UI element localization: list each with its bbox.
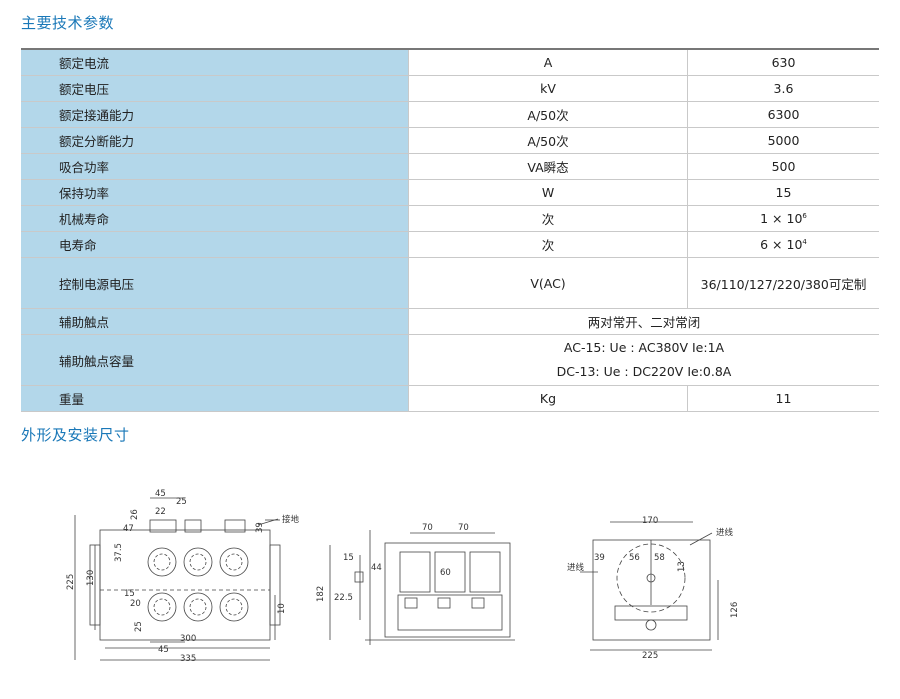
row-value: 36/110/127/220/380可定制 bbox=[687, 257, 879, 309]
table-row: 机械寿命 次 1 × 106 bbox=[21, 205, 879, 232]
row-unit: A/50次 bbox=[408, 101, 688, 128]
dim-label: 25 bbox=[176, 497, 187, 507]
row-merged-value: 两对常开、二对常闭 bbox=[408, 308, 879, 335]
row-value: 5000 bbox=[687, 127, 879, 154]
dim-label: 170 bbox=[642, 516, 658, 526]
row-label: 电寿命 bbox=[21, 231, 409, 258]
pole-circles bbox=[147, 547, 249, 622]
table-row: 额定电流 A 630 bbox=[21, 48, 879, 76]
dim-label: 13 bbox=[677, 561, 687, 572]
spec-table: 额定电流 A 630 额定电压 kV 3.6 额定接通能力 A/50次 6300… bbox=[21, 48, 879, 412]
row-unit: 次 bbox=[408, 231, 688, 258]
dim-label: 37.5 bbox=[114, 543, 124, 562]
row-label: 额定分断能力 bbox=[21, 127, 409, 154]
dim-label: 182 bbox=[316, 586, 326, 602]
front-view-dims: 45 25 26 22 47 39 37.5 225 130 15 20 25 … bbox=[66, 489, 300, 664]
front-view-drawing bbox=[74, 497, 281, 661]
row-value: 6 × 104 bbox=[687, 231, 879, 258]
section-title-params: 主要技术参数 bbox=[21, 14, 115, 32]
capacity-line-ac: AC-15: Ue : AC380V Ie:1A bbox=[563, 340, 725, 355]
dim-label: 22.5 bbox=[334, 593, 353, 603]
table-row: 辅助触点容量 AC-15: Ue : AC380V Ie:1A DC-13: U… bbox=[21, 334, 879, 386]
row-merged-value: AC-15: Ue : AC380V Ie:1A DC-13: Ue : DC2… bbox=[408, 334, 879, 386]
dim-label: 20 bbox=[130, 599, 141, 609]
dim-label: 225 bbox=[642, 651, 658, 661]
value-base: 6 × 10 bbox=[760, 237, 803, 252]
row-value: 3.6 bbox=[687, 75, 879, 102]
dim-label: 60 bbox=[440, 568, 451, 578]
dim-label: 45 bbox=[158, 645, 169, 655]
row-value: 1 × 106 bbox=[687, 205, 879, 232]
dim-label: 300 bbox=[180, 634, 196, 644]
table-row: 吸合功率 VA瞬态 500 bbox=[21, 153, 879, 180]
dim-label: 10 bbox=[277, 603, 287, 614]
dim-label: 335 bbox=[180, 654, 196, 664]
side-view-dims: 70 70 60 15 44 182 22.5 bbox=[316, 523, 469, 603]
row-value: 15 bbox=[687, 179, 879, 206]
row-label: 机械寿命 bbox=[21, 205, 409, 232]
row-unit: V(AC) bbox=[408, 257, 688, 309]
table-row: 保持功率 W 15 bbox=[21, 179, 879, 206]
dim-label: 225 bbox=[66, 574, 76, 590]
rear-view-drawing bbox=[580, 521, 719, 651]
dim-label: 130 bbox=[86, 570, 96, 586]
dim-label: 56 bbox=[629, 553, 640, 563]
row-unit: W bbox=[408, 179, 688, 206]
section-title-dimensions: 外形及安装尺寸 bbox=[21, 426, 130, 444]
dim-label: 39 bbox=[594, 553, 605, 563]
row-label: 额定接通能力 bbox=[21, 101, 409, 128]
dim-label: 39 bbox=[255, 522, 265, 533]
row-label: 额定电流 bbox=[21, 48, 409, 76]
ground-callout: 接地 bbox=[282, 514, 300, 525]
dim-label: 44 bbox=[371, 563, 382, 573]
side-view-drawing bbox=[329, 530, 515, 645]
dim-label: 22 bbox=[155, 507, 166, 517]
value-base: 1 × 10 bbox=[760, 211, 803, 226]
table-row: 电寿命 次 6 × 104 bbox=[21, 231, 879, 258]
row-label: 吸合功率 bbox=[21, 153, 409, 180]
table-row: 重量 Kg 11 bbox=[21, 385, 879, 412]
row-unit: A bbox=[408, 48, 688, 76]
row-label: 保持功率 bbox=[21, 179, 409, 206]
row-unit: kV bbox=[408, 75, 688, 102]
row-value: 11 bbox=[687, 385, 879, 412]
dim-label: 26 bbox=[130, 509, 140, 520]
value-exponent: 4 bbox=[802, 237, 807, 246]
dim-label: 15 bbox=[124, 589, 135, 599]
value-exponent: 6 bbox=[802, 211, 807, 220]
incoming-line-callout: 进线 bbox=[567, 562, 585, 573]
dimension-drawings: 45 25 26 22 47 39 37.5 225 130 15 20 25 … bbox=[66, 489, 740, 664]
dim-label: 45 bbox=[155, 489, 166, 499]
row-value: 630 bbox=[687, 48, 879, 76]
incoming-line-callout: 进线 bbox=[716, 527, 734, 538]
table-row: 辅助触点 两对常开、二对常闭 bbox=[21, 308, 879, 335]
dim-label: 25 bbox=[134, 621, 144, 632]
rear-view-dims: 170 39 56 58 13 126 225 进线 进线 bbox=[567, 516, 740, 661]
row-unit: 次 bbox=[408, 205, 688, 232]
dim-label: 58 bbox=[654, 553, 665, 563]
row-label: 辅助触点 bbox=[21, 308, 409, 335]
table-row: 额定电压 kV 3.6 bbox=[21, 75, 879, 102]
row-label: 额定电压 bbox=[21, 75, 409, 102]
dim-label: 70 bbox=[422, 523, 433, 533]
table-row: 控制电源电压 V(AC) 36/110/127/220/380可定制 bbox=[21, 257, 879, 309]
dim-label: 15 bbox=[343, 553, 354, 563]
row-label: 控制电源电压 bbox=[21, 257, 409, 309]
dim-label: 126 bbox=[730, 602, 740, 618]
row-label: 重量 bbox=[21, 385, 409, 412]
row-unit: A/50次 bbox=[408, 127, 688, 154]
table-row: 额定接通能力 A/50次 6300 bbox=[21, 101, 879, 128]
row-unit: VA瞬态 bbox=[408, 153, 688, 180]
capacity-line-dc: DC-13: Ue : DC220V Ie:0.8A bbox=[556, 364, 732, 379]
dim-label: 70 bbox=[458, 523, 469, 533]
table-row: 额定分断能力 A/50次 5000 bbox=[21, 127, 879, 154]
row-unit: Kg bbox=[408, 385, 688, 412]
dim-label: 47 bbox=[123, 524, 134, 534]
row-label: 辅助触点容量 bbox=[21, 334, 409, 386]
row-value: 500 bbox=[687, 153, 879, 180]
row-value: 6300 bbox=[687, 101, 879, 128]
